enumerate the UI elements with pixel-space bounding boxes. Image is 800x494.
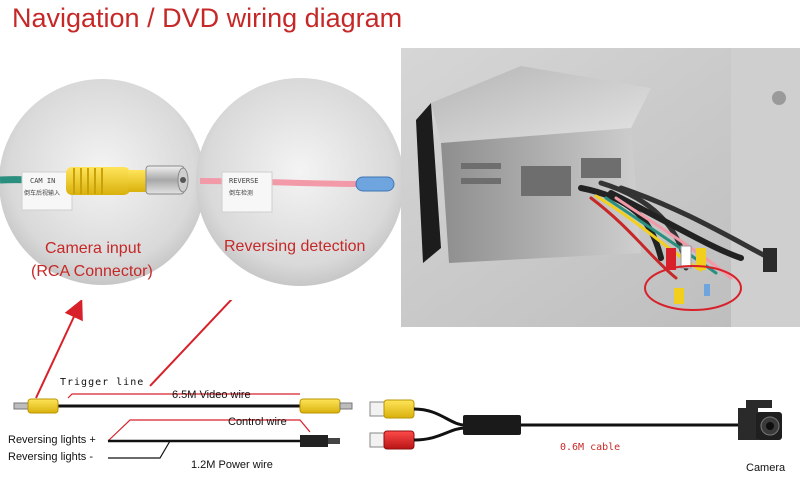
head-unit-photo xyxy=(401,48,800,327)
camera-input-closeup xyxy=(0,79,205,285)
camera-body xyxy=(738,408,758,440)
reversing-detection-label: Reversing detection xyxy=(224,238,366,255)
pink-wire xyxy=(199,178,363,187)
arrow-reversing-detection xyxy=(149,300,233,387)
cam-in-tag-label: CAM IN xyxy=(30,177,56,185)
arrow-camera-input xyxy=(35,300,83,399)
reverse-detection-closeup xyxy=(196,78,404,286)
power-wire-label: 1.2M Power wire xyxy=(191,459,273,471)
control-wire-label: Control wire xyxy=(228,416,287,428)
control-wire xyxy=(107,419,311,442)
reverse-tag-label: REVERSE xyxy=(229,177,259,185)
wiring-diagram xyxy=(13,300,782,459)
rca-boot xyxy=(66,167,130,195)
reverse-tag xyxy=(221,171,273,213)
reversing-lights-plus-label: Reversing lights + xyxy=(8,434,96,446)
camera-label: Camera xyxy=(746,462,786,474)
reverse-tag-cn: 倒车检测 xyxy=(229,190,254,197)
camera-rca-plug xyxy=(383,399,415,419)
video-wire-label: 6.5M Video wire xyxy=(172,389,251,401)
camera-cable-label: 0.6M cable xyxy=(560,442,621,453)
chassis-top xyxy=(431,66,651,143)
highlight-ellipse xyxy=(644,265,742,311)
camera-input-label: Camera input xyxy=(45,240,142,257)
reversing-lights-minus-label: Reversing lights - xyxy=(8,451,93,463)
trigger-line-label: Trigger line xyxy=(60,377,145,388)
cam-in-tag-cn: 倒车后视输入 xyxy=(24,190,61,197)
right-rca-plug xyxy=(299,398,341,414)
highlighted-blue-cap xyxy=(704,284,710,296)
power-plug xyxy=(300,435,328,447)
page-title: Navigation / DVD wiring diagram xyxy=(12,3,403,33)
rca-connector-label: (RCA Connector) xyxy=(31,263,153,280)
head-unit-front xyxy=(416,103,441,263)
highlighted-rca xyxy=(674,288,684,304)
cable-junction xyxy=(463,415,521,435)
blue-cap xyxy=(355,176,395,192)
left-rca-plug xyxy=(27,398,59,414)
trigger-line xyxy=(67,393,300,399)
camera-power-plug xyxy=(383,430,415,450)
